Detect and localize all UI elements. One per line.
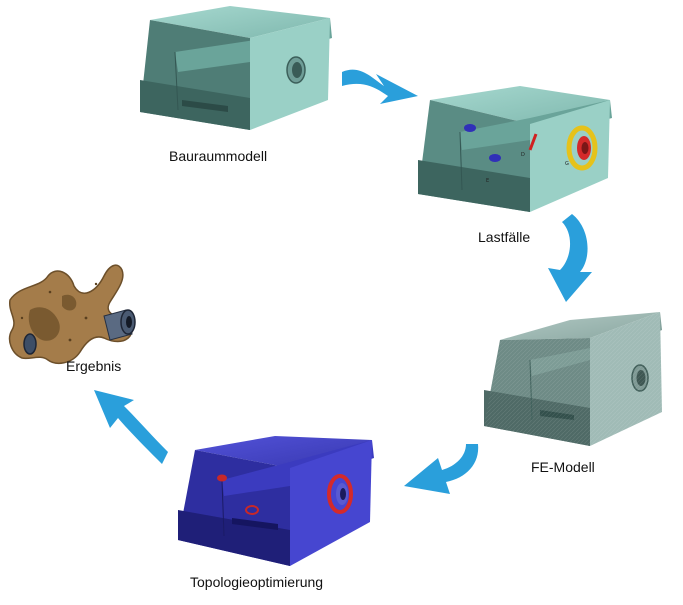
stage-label-bauraum: Bauraummodell	[169, 148, 267, 164]
arrow-1	[342, 69, 418, 104]
svg-text:E: E	[486, 178, 489, 184]
stage-label-topo: Topologieoptimierung	[190, 574, 323, 590]
stage-label-lastfaelle: Lastfälle	[478, 229, 530, 245]
svg-text:D: D	[521, 152, 525, 158]
lastfaelle-model: D E G	[418, 86, 612, 212]
fe-model	[484, 312, 662, 446]
svg-text:G: G	[565, 161, 569, 167]
topo-model	[178, 436, 374, 566]
arrow-3	[404, 444, 479, 494]
arrow-2	[548, 214, 592, 302]
bauraum-model	[140, 6, 332, 130]
stage-label-ergebnis: Ergebnis	[66, 358, 121, 374]
stage-label-fe: FE-Modell	[531, 459, 595, 475]
ergebnis-model	[8, 264, 136, 365]
arrow-4	[94, 390, 168, 464]
